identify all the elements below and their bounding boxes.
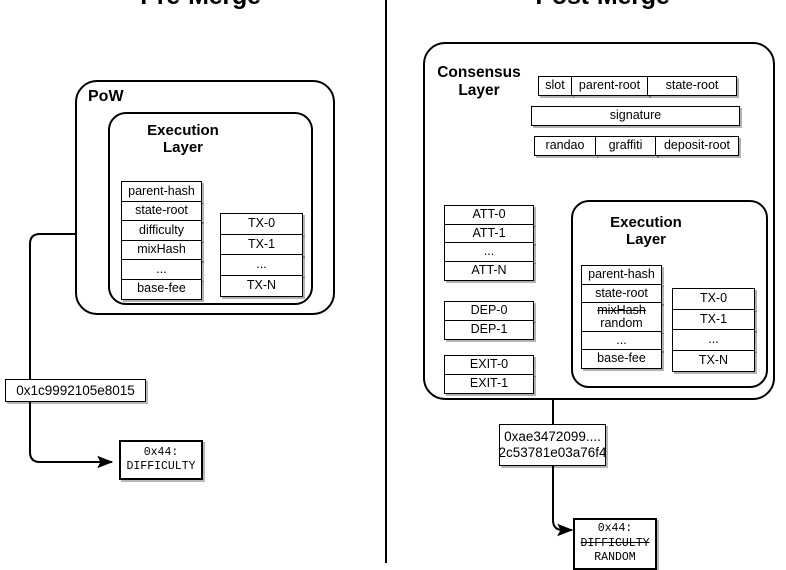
pre-execution-layer-label: Execution Layer (147, 122, 219, 157)
pre-header-fields: parent-hash state-root difficulty mixHas… (121, 181, 202, 300)
post-execution-layer-label: Execution Layer (610, 214, 682, 249)
consensus-layer-label: Consensus Layer (437, 64, 521, 99)
tx-item: TX-N (672, 349, 755, 372)
consensus-field-randao: randao (534, 136, 596, 156)
consensus-header-row-1: slot parent-root state-root (538, 76, 738, 96)
consensus-field-slot: slot (538, 76, 572, 96)
field-base-fee: base-fee (121, 278, 202, 300)
tx-item: TX-1 (672, 308, 755, 331)
deposit-list: DEP-0 DEP-1 (444, 301, 534, 340)
attestation-list: ATT-0 ATT-1 ... ATT-N (444, 205, 534, 281)
tx-item: TX-0 (220, 213, 303, 235)
consensus-header-row-2: signature (531, 106, 740, 126)
tx-item: TX-1 (220, 233, 303, 256)
field-mixhash-old: mixHash (597, 302, 646, 317)
field-parent-hash: parent-hash (581, 265, 662, 285)
consensus-field-deposit-root: deposit-root (655, 136, 739, 156)
consensus-field-signature: signature (531, 106, 740, 126)
attestation-item: ATT-N (444, 260, 534, 281)
field-mixhash: mixHash (121, 239, 202, 261)
field-base-fee: base-fee (581, 349, 662, 369)
field-state-root: state-root (121, 200, 202, 222)
pre-transaction-list: TX-0 TX-1 ... TX-N (220, 213, 303, 297)
field-random-new: random (600, 316, 643, 330)
opcode-name: DIFFICULTY (126, 460, 196, 473)
random-opcode-box: 0x44: DIFFICULTY RANDOM (573, 518, 657, 570)
field-difficulty: difficulty (121, 220, 202, 241)
tx-item: TX-N (220, 274, 303, 297)
tx-item: TX-0 (672, 288, 755, 310)
pre-merge-title: Pre-Merge (118, 0, 283, 11)
tx-item: ... (220, 254, 303, 276)
attestation-item: ... (444, 242, 534, 262)
deposit-item: DEP-1 (444, 319, 534, 340)
field-ellipsis: ... (581, 330, 662, 351)
consensus-header-row-3: randao graffiti deposit-root (534, 136, 740, 156)
opcode-old-name: DIFFICULTY (580, 536, 650, 550)
panel-divider (385, 0, 387, 563)
post-header-fields: parent-hash state-root mixHash random ..… (581, 265, 662, 369)
field-state-root: state-root (581, 283, 662, 304)
post-transaction-list: TX-0 TX-1 ... TX-N (672, 288, 755, 372)
randao-value-label: 0xae3472099.... 2c53781e03a76f4 (498, 424, 607, 466)
field-mixhash-random: mixHash random (581, 302, 662, 332)
consensus-field-parent-root: parent-root (570, 76, 649, 96)
opcode-code: 0x44: (143, 445, 179, 459)
exit-item: EXIT-1 (444, 373, 534, 394)
attestation-item: ATT-0 (444, 205, 534, 225)
deposit-item: DEP-0 (444, 301, 534, 321)
opcode-new-name: RANDOM (594, 551, 636, 565)
field-ellipsis: ... (121, 259, 202, 280)
tx-item: ... (672, 329, 755, 351)
opcode-code: 0x44: (597, 522, 633, 536)
difficulty-opcode-box: 0x44: DIFFICULTY (119, 440, 203, 480)
field-parent-hash: parent-hash (121, 181, 202, 202)
consensus-field-graffiti: graffiti (594, 136, 657, 156)
pow-label: PoW (88, 88, 124, 105)
difficulty-value-label: 0x1c9992105e8015 (5, 379, 146, 402)
exit-list: EXIT-0 EXIT-1 (444, 355, 534, 394)
attestation-item: ATT-1 (444, 223, 534, 244)
exit-item: EXIT-0 (444, 355, 534, 375)
post-merge-title: Post-Merge (515, 0, 690, 11)
consensus-field-state-root: state-root (647, 76, 737, 96)
